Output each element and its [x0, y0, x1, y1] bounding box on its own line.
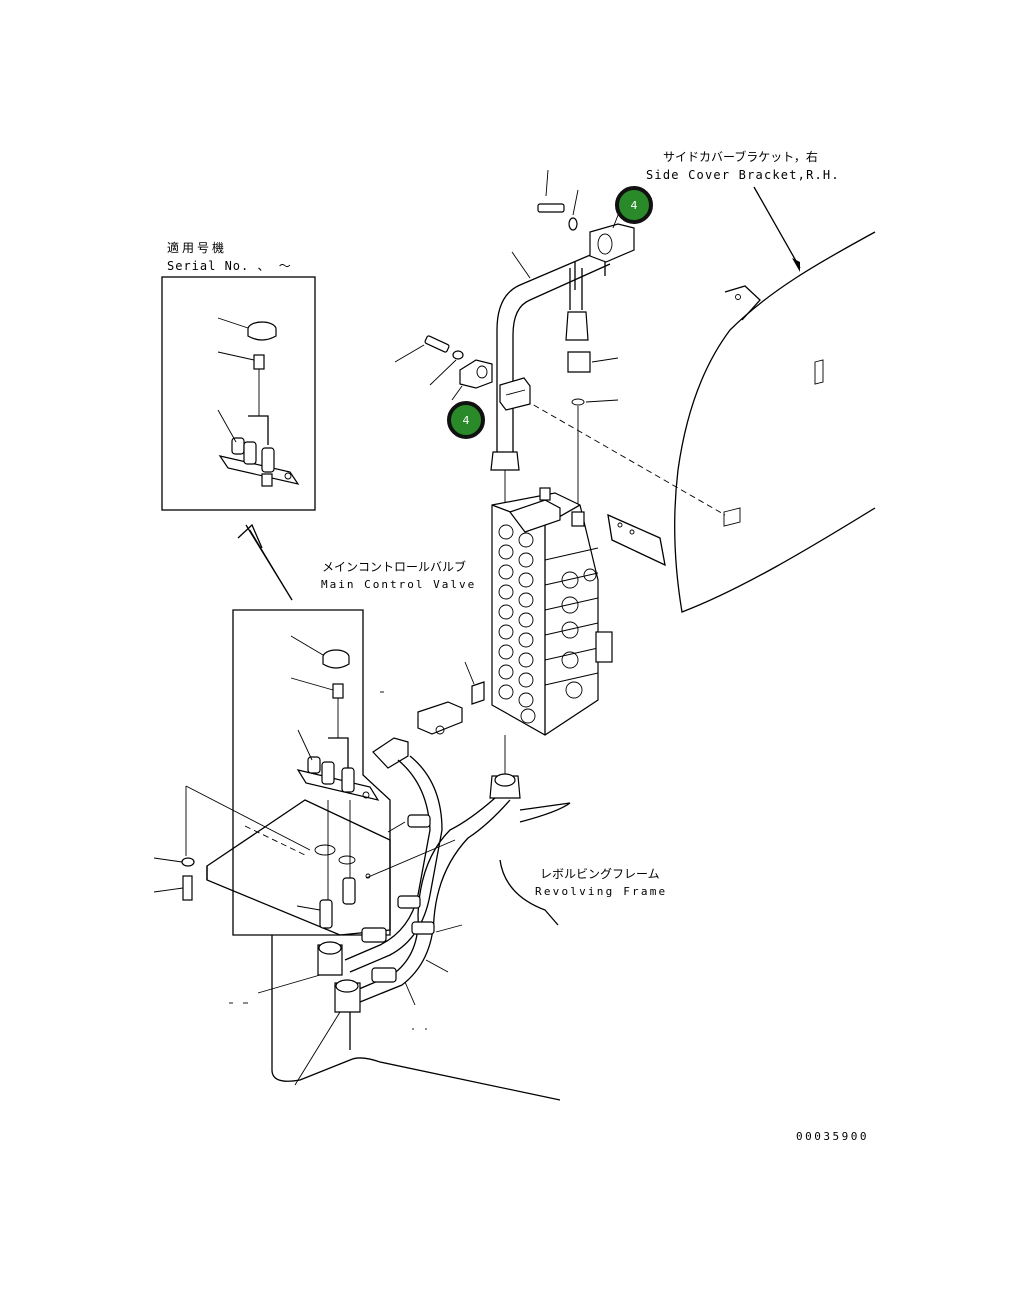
frame-label-en: Revolving Frame	[535, 885, 667, 898]
main-detail-box	[153, 609, 456, 936]
serial-detail-box	[161, 276, 316, 601]
mcv-label-en: Main Control Valve	[321, 578, 476, 591]
hoses	[257, 755, 521, 1086]
main-control-valve	[491, 487, 613, 775]
revolving-frame	[271, 802, 571, 1101]
valve-inlet-fittings	[372, 661, 485, 769]
callout-badge-upper-label: 4	[631, 199, 638, 212]
drawing-number: 00035900	[796, 1130, 869, 1143]
serial-label-jp: 適用号機	[167, 240, 227, 255]
side-cover-label-en: Side Cover Bracket,R.H.	[646, 168, 840, 182]
side-cover-label-jp: サイドカバーブラケット，右	[663, 149, 818, 164]
frame-label-jp: レボルビングフレーム	[540, 867, 660, 881]
valve-spool-stack	[498, 524, 613, 724]
serial-label-en: Serial No. 、 ～	[167, 259, 292, 273]
callout-badge-upper: 4	[615, 186, 653, 224]
callout-badge-lower-label: 4	[463, 414, 470, 427]
side-cover-bracket	[524, 186, 876, 613]
pipe-assembly	[394, 169, 635, 510]
mcv-label-jp: メインコントロールバルブ	[322, 559, 466, 574]
callout-badge-lower: 4	[447, 401, 485, 439]
